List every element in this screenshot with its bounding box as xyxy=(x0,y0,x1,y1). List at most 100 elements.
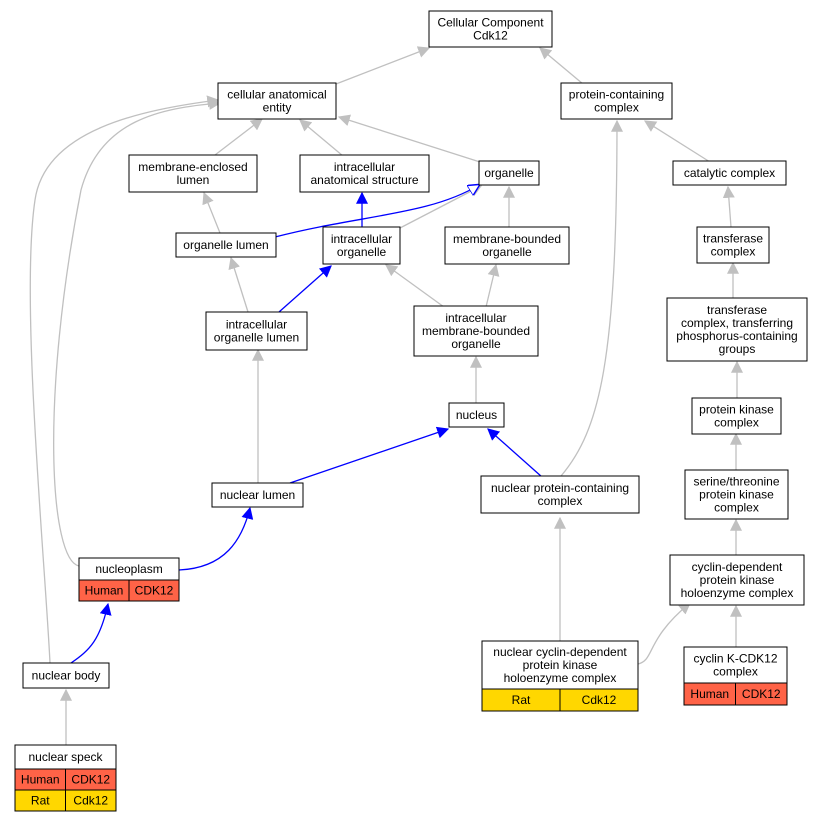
edge-nucleoplasm-part-of-nl xyxy=(178,506,254,571)
node-label: phosphorus-containing xyxy=(676,329,797,343)
edge-nuclear-body-part-of-nucleoplasm xyxy=(70,602,112,664)
node-nucleus[interactable]: nucleus xyxy=(448,402,505,428)
node-box xyxy=(691,397,782,435)
annotation-species: Human xyxy=(85,584,124,598)
node-label: serine/threonine xyxy=(693,475,779,489)
node-label: nuclear cyclin-dependent xyxy=(493,645,627,659)
node-box xyxy=(560,82,673,120)
annotation-cell xyxy=(128,579,180,602)
node-label: organelle xyxy=(451,337,501,351)
node-label: protein kinase xyxy=(700,573,775,587)
node-box xyxy=(448,402,505,428)
edge-organelle-to-cae xyxy=(337,114,481,163)
edges xyxy=(29,46,743,745)
node-organelle[interactable]: organelle xyxy=(478,160,540,186)
node-box xyxy=(322,226,401,265)
node-label: nuclear protein-containing xyxy=(491,481,629,495)
edge-tc-to-catalytic xyxy=(722,185,735,228)
node-nuclear-lumen[interactable]: nuclear lumen xyxy=(211,482,304,508)
node-box xyxy=(683,646,788,684)
node-box xyxy=(672,160,787,186)
node-label: lumen xyxy=(177,173,210,187)
edge-ol-part-of-organelle xyxy=(274,185,479,238)
node-label: nuclear body xyxy=(32,669,101,683)
node-label: protein kinase xyxy=(523,658,598,672)
edge-imbo-to-io xyxy=(385,264,445,308)
node-label: anatomical structure xyxy=(310,173,418,187)
node-label: organelle xyxy=(337,245,387,259)
edge-ncdk-to-cdk xyxy=(637,602,691,665)
node-label: nuclear speck xyxy=(28,750,103,764)
annotation-cell xyxy=(735,682,788,706)
edge-ol-to-mel xyxy=(202,191,221,234)
node-label: protein-containing xyxy=(569,88,664,102)
node-label: cellular anatomical xyxy=(227,88,326,102)
node-label: complex xyxy=(714,501,759,515)
node-label: organelle lumen xyxy=(214,331,299,345)
annotation-gene: CDK12 xyxy=(71,773,110,787)
node-label: membrane-bounded xyxy=(453,232,561,246)
node-label: complex xyxy=(711,245,756,259)
node-label: nucleoplasm xyxy=(95,562,162,576)
node-label: nuclear lumen xyxy=(220,488,295,502)
node-label: transferase xyxy=(707,303,767,317)
node-box xyxy=(128,154,258,193)
annotation-cell xyxy=(65,789,117,812)
node-label: organelle xyxy=(482,245,532,259)
node-box xyxy=(22,662,110,689)
node-catalytic-complex[interactable]: catalytic complex xyxy=(672,160,787,186)
node-organelle-lumen[interactable]: organelle lumen xyxy=(175,232,277,258)
edge-npcc-part-of-nucleus xyxy=(487,428,543,478)
node-box xyxy=(669,554,805,606)
node-label: Cdk12 xyxy=(473,29,508,43)
annotation-gene: Cdk12 xyxy=(582,693,617,707)
edge-iol-to-ol xyxy=(228,256,249,313)
annotation-gene: CDK12 xyxy=(742,687,781,701)
node-box xyxy=(175,232,277,258)
node-label: cyclin-dependent xyxy=(692,560,783,574)
node-box xyxy=(211,482,304,508)
node-label: membrane-bounded xyxy=(422,324,530,338)
node-label: membrane-enclosed xyxy=(138,160,247,174)
node-label: cyclin K-CDK12 xyxy=(693,652,777,666)
node-label: complex xyxy=(713,665,758,679)
edge-nuclear-body-to-cae xyxy=(29,95,220,664)
node-box xyxy=(696,226,770,264)
node-label: transferase xyxy=(703,232,763,246)
node-label: intracellular xyxy=(331,232,392,246)
node-label: holoenzyme complex xyxy=(504,671,617,685)
node-nuclear-body[interactable]: nuclear body xyxy=(22,662,110,689)
node-label: protein kinase xyxy=(699,488,774,502)
node-label: complex xyxy=(538,494,583,508)
edge-mel-to-cae xyxy=(214,118,263,156)
node-box xyxy=(217,82,337,120)
edge-ias-to-cae xyxy=(299,119,344,157)
node-box xyxy=(428,10,553,48)
node-box xyxy=(205,311,308,351)
edge-pcc-to-root xyxy=(539,47,584,85)
node-box xyxy=(480,475,640,514)
edge-npcc-to-pcc xyxy=(560,119,623,477)
node-box xyxy=(666,297,808,362)
